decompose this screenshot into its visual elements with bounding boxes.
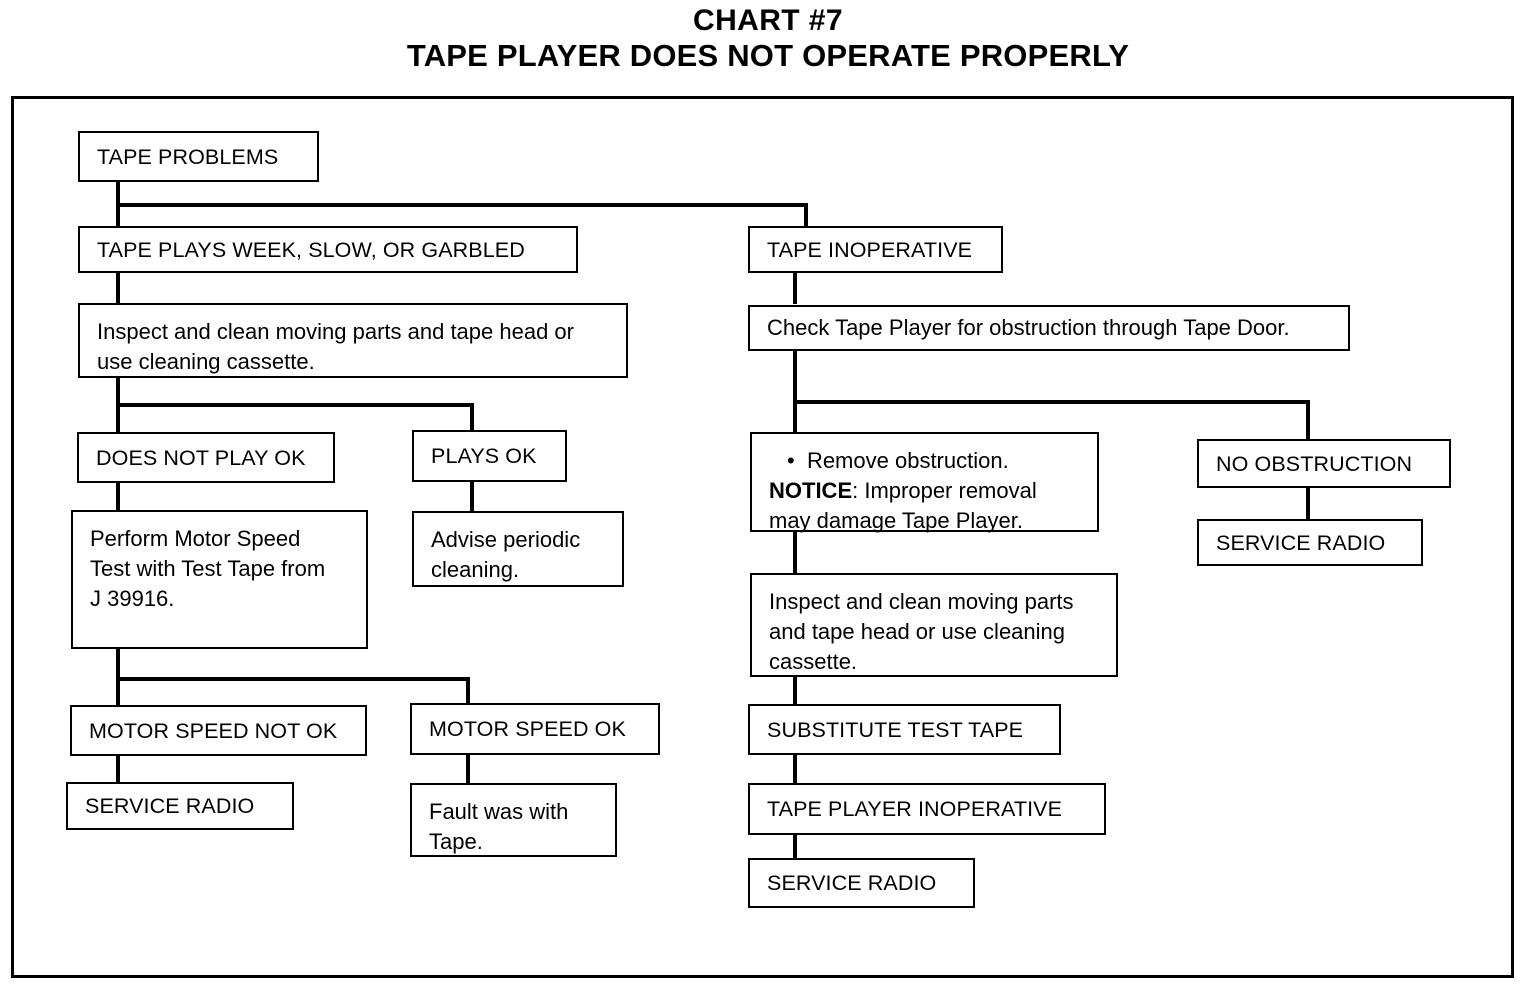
node-label: SERVICE RADIO (767, 871, 937, 895)
connector-to-motor-ok (466, 677, 470, 705)
node-label-line1: Inspect and clean moving parts (769, 589, 1074, 614)
connector-to-does-not-play (116, 403, 120, 433)
notice-label: NOTICE (769, 478, 853, 503)
node-label-line2: Test with Test Tape from (90, 556, 326, 581)
node-label-line1: Fault was with (429, 799, 569, 824)
node-inspect-clean-left[interactable]: Inspect and clean moving parts and tape … (78, 303, 628, 378)
connector-obstruction-split-bar (793, 400, 1310, 404)
node-label-line1: Inspect and clean moving parts and tape … (97, 319, 574, 344)
page-title: CHART #7 TAPE PLAYER DOES NOT OPERATE PR… (0, 4, 1536, 74)
node-label: SUBSTITUTE TEST TAPE (767, 717, 1024, 742)
node-label: TAPE PLAYER INOPERATIVE (767, 797, 1063, 821)
connector-to-tape-inoperative (804, 203, 808, 228)
node-label: TAPE PROBLEMS (97, 144, 279, 169)
node-substitute-test-tape[interactable]: SUBSTITUTE TEST TAPE (748, 704, 1061, 755)
node-label: MOTOR SPEED OK (429, 717, 626, 741)
chart-subtitle: TAPE PLAYER DOES NOT OPERATE PROPERLY (406, 38, 1130, 73)
node-service-radio-right[interactable]: SERVICE RADIO (1197, 519, 1423, 566)
node-tape-plays-week[interactable]: TAPE PLAYS WEEK, SLOW, OR GARBLED (78, 226, 578, 273)
connector-motornotok-to-service (116, 755, 120, 783)
node-label: Check Tape Player for obstruction throug… (767, 315, 1290, 340)
connector-tape-problems-down (116, 181, 120, 207)
node-plays-ok[interactable]: PLAYS OK (412, 430, 567, 482)
node-label: Inspect and clean moving parts and tape … (80, 305, 626, 377)
node-service-radio-left[interactable]: SERVICE RADIO (66, 782, 294, 830)
connector-motortest-down (116, 648, 120, 680)
node-motor-speed-ok[interactable]: MOTOR SPEED OK (410, 703, 660, 755)
connector-to-remove-obstruction (793, 400, 797, 433)
connector-check-down (793, 350, 797, 404)
node-label: NO OBSTRUCTION (1216, 451, 1413, 476)
node-label: TAPE INOPERATIVE (767, 237, 973, 262)
node-label-line3: may damage Tape Player. (769, 508, 1023, 533)
chart-number: CHART #7 (693, 4, 843, 37)
node-does-not-play-ok[interactable]: DOES NOT PLAY OK (77, 432, 335, 483)
node-no-obstruction[interactable]: NO OBSTRUCTION (1197, 439, 1451, 488)
node-tape-player-inoperative[interactable]: TAPE PLAYER INOPERATIVE (748, 783, 1106, 835)
node-label: Inspect and clean moving parts and tape … (752, 575, 1116, 677)
node-tape-inoperative[interactable]: TAPE INOPERATIVE (748, 226, 1003, 273)
node-check-tape-door[interactable]: Check Tape Player for obstruction throug… (748, 305, 1350, 351)
node-motor-speed-not-ok[interactable]: MOTOR SPEED NOT OK (70, 705, 367, 756)
node-label-line1: Perform Motor Speed (90, 526, 301, 551)
connector-plays-to-inspect (116, 272, 120, 304)
connector-inspect-down (116, 377, 120, 405)
node-fault-was-with-tape[interactable]: Fault was with Tape. (410, 783, 617, 857)
connector-inop-to-service (793, 835, 797, 859)
node-label: SERVICE RADIO (1216, 530, 1386, 555)
node-label-bullet: • Remove obstruction. (787, 448, 1009, 473)
node-label-line1: Remove obstruction. (806, 448, 1009, 473)
connector-remove-to-inspect (793, 530, 797, 573)
node-label-line2: Tape. (429, 829, 483, 854)
node-label: SERVICE RADIO (85, 794, 255, 818)
node-label-line1: Advise periodic (431, 527, 581, 552)
node-perform-motor-speed-test[interactable]: Perform Motor Speed Test with Test Tape … (71, 510, 368, 649)
connector-to-no-obstruction (1306, 400, 1310, 440)
node-label: PLAYS OK (431, 444, 537, 468)
node-label-line2: cleaning. (431, 557, 520, 582)
connector-motorok-to-fault (466, 755, 470, 785)
node-label-line3: cassette. (769, 649, 858, 674)
node-inspect-clean-right[interactable]: Inspect and clean moving parts and tape … (750, 573, 1118, 677)
node-label: Advise periodic cleaning. (414, 513, 622, 585)
chart-frame (11, 96, 1514, 978)
connector-noobstruction-to-service (1306, 487, 1310, 520)
node-service-radio-bottom[interactable]: SERVICE RADIO (748, 858, 975, 908)
node-label: Fault was with Tape. (412, 785, 615, 857)
connector-top-split-bar (116, 203, 808, 207)
node-label-line3: J 39916. (90, 586, 175, 611)
connector-playsok-to-advise (470, 482, 474, 512)
connector-to-tape-plays (116, 203, 120, 228)
node-label-line2: : Improper removal (852, 478, 1037, 503)
node-label-line2: use cleaning cassette. (97, 349, 315, 374)
node-label: • Remove obstruction. NOTICE: Improper r… (752, 434, 1097, 536)
connector-motorspeed-split-bar (116, 677, 470, 681)
connector-inspect-to-substitute (793, 676, 797, 705)
node-label: Perform Motor Speed Test with Test Tape … (73, 512, 366, 614)
connector-substitute-to-inop (793, 755, 797, 784)
node-advise-periodic-cleaning[interactable]: Advise periodic cleaning. (412, 511, 624, 587)
connector-to-motor-not-ok (116, 677, 120, 706)
node-label: DOES NOT PLAY OK (96, 445, 306, 470)
node-label: MOTOR SPEED NOT OK (89, 718, 338, 743)
connector-inop-to-check (793, 272, 797, 304)
connector-dnpo-to-motortest (116, 483, 120, 511)
node-label-line2: and tape head or use cleaning (769, 619, 1066, 644)
node-label: TAPE PLAYS WEEK, SLOW, OR GARBLED (97, 237, 525, 262)
connector-to-plays-ok (470, 403, 474, 431)
node-tape-problems[interactable]: TAPE PROBLEMS (78, 131, 319, 182)
connector-play-split-bar (116, 403, 474, 407)
node-remove-obstruction[interactable]: • Remove obstruction. NOTICE: Improper r… (750, 432, 1099, 533)
